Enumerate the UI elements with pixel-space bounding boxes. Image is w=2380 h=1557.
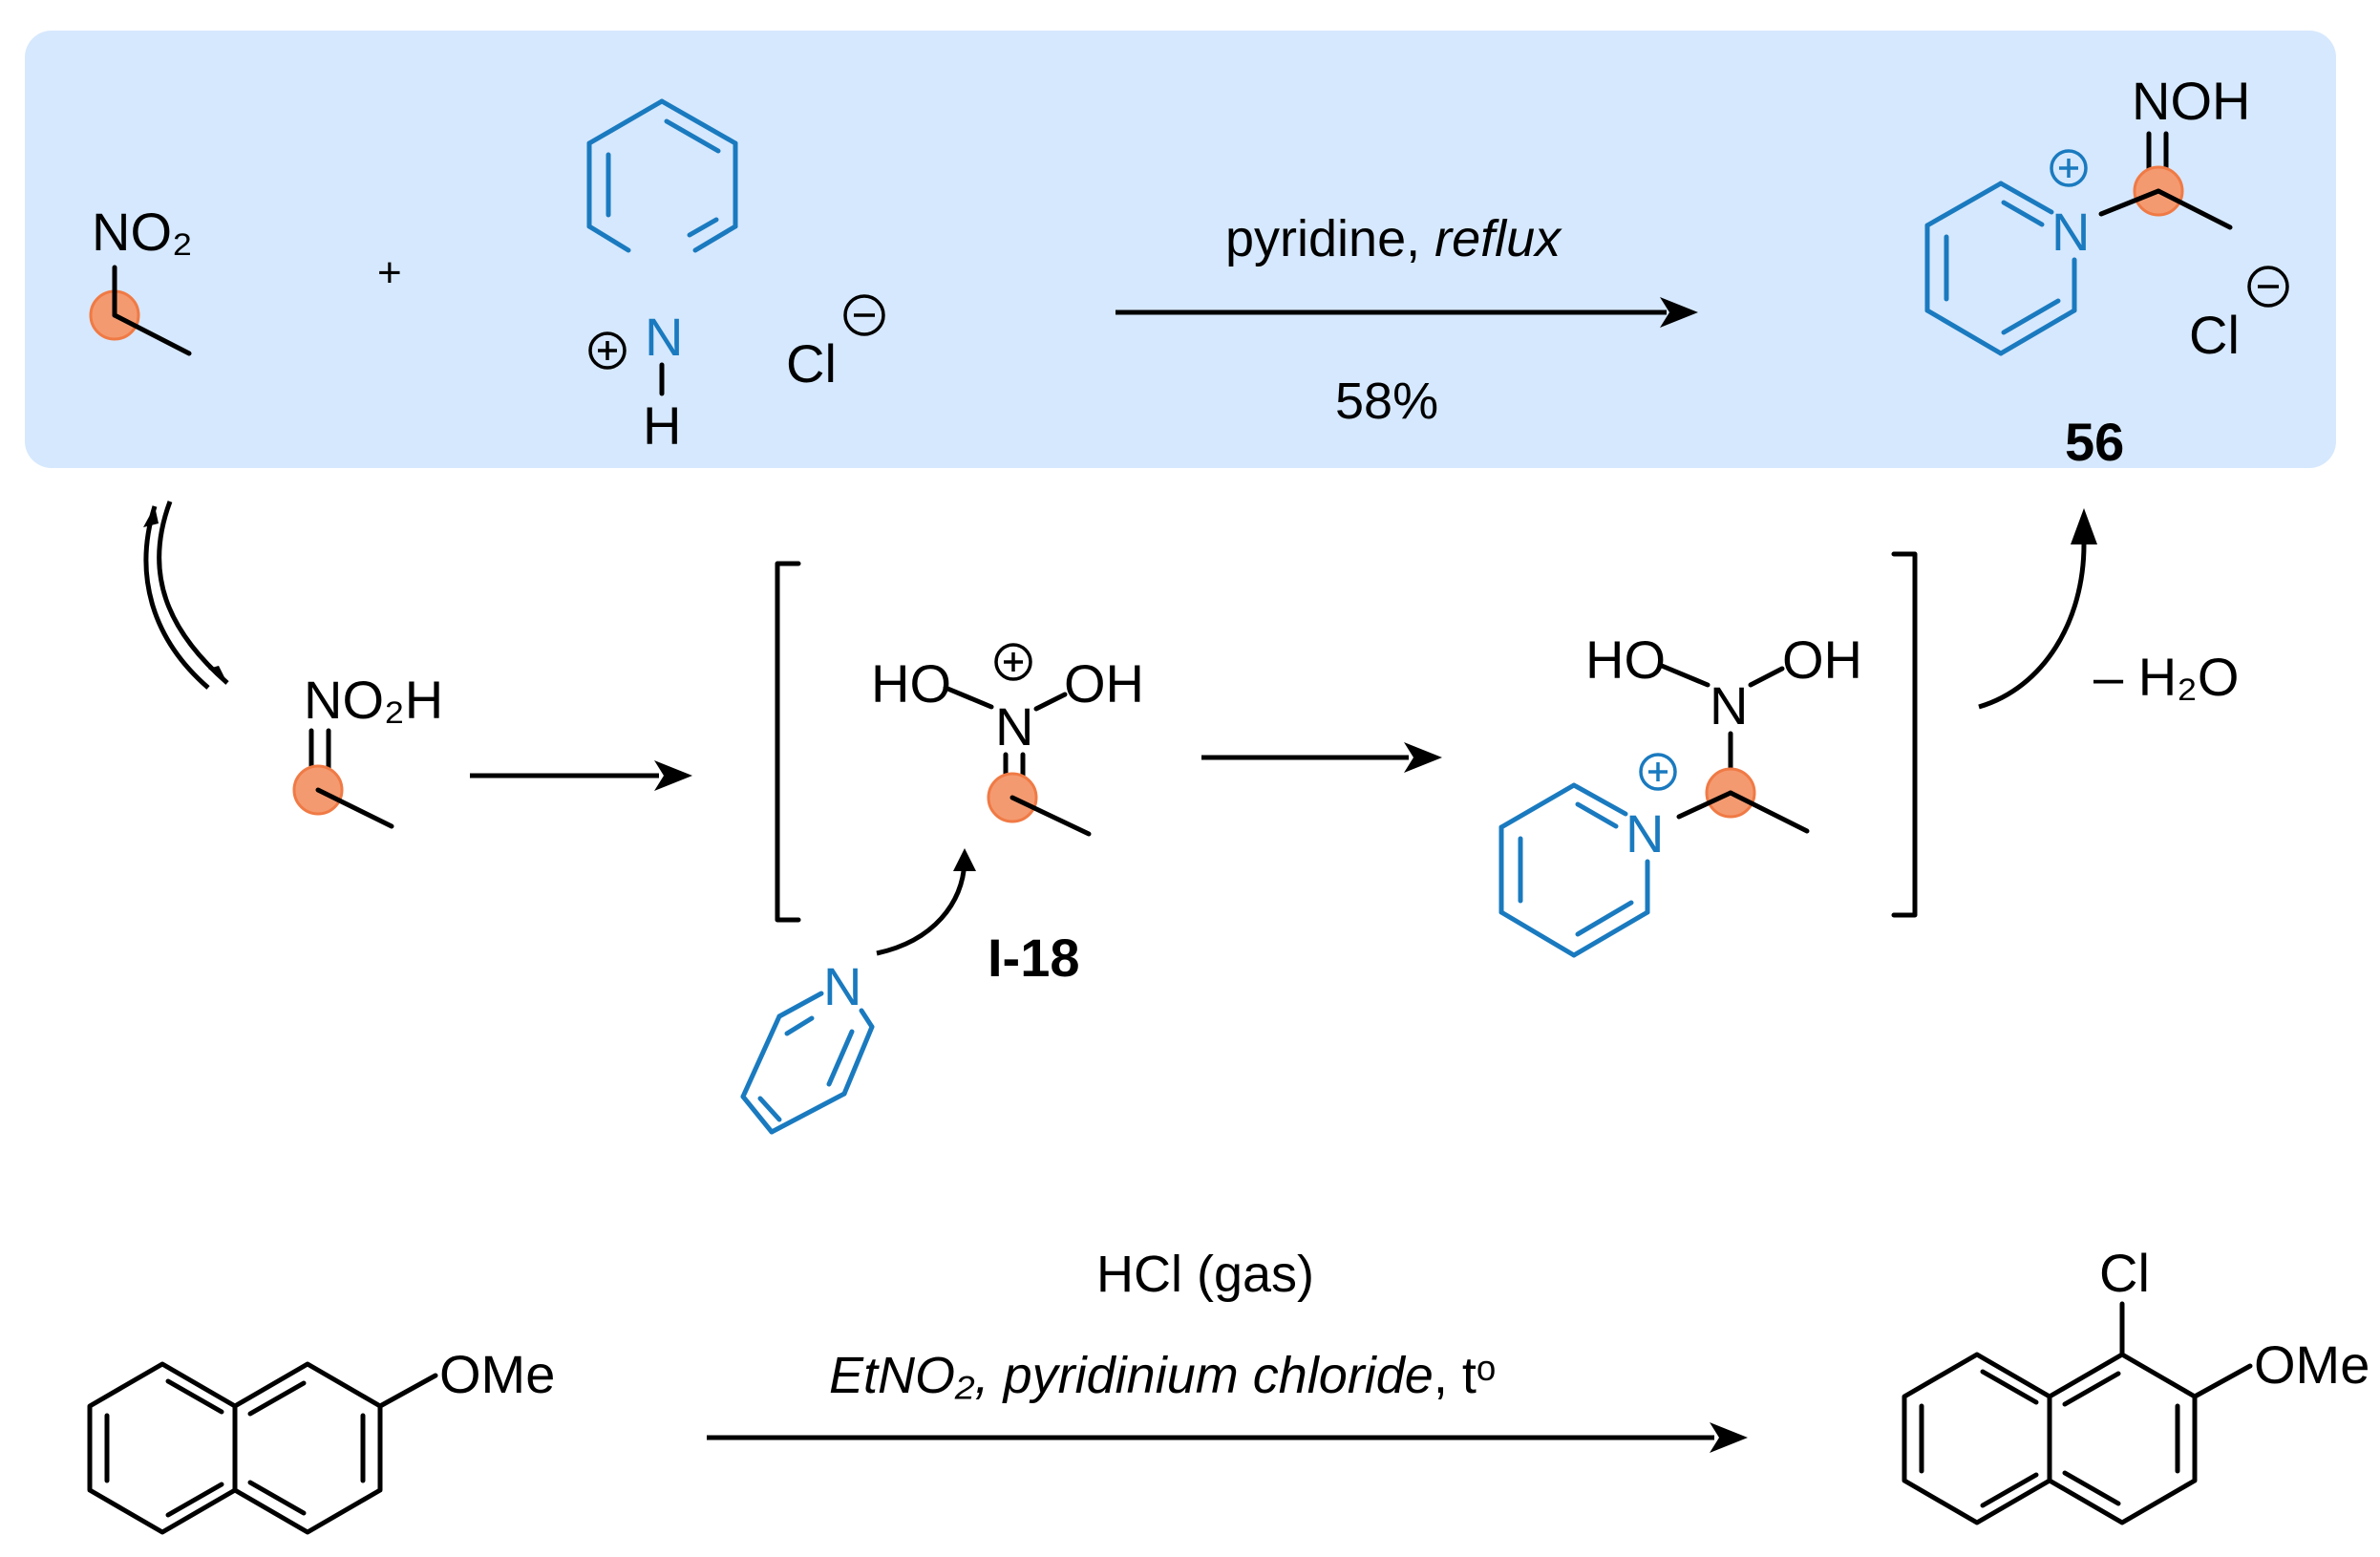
arrowhead — [1710, 1422, 1748, 1453]
highlight-box — [25, 31, 2336, 468]
nucleophile-N: N — [823, 956, 861, 1016]
right-bracket — [1891, 551, 1918, 918]
aci-nitro-tautomer: NO₂H — [292, 670, 443, 829]
compound-number-56: 56 — [2065, 412, 2124, 472]
product-chloride: Cl — [2189, 305, 2240, 365]
adduct-OH: OH — [1782, 629, 1862, 690]
product-methoxy-label: OMe — [2254, 1334, 2369, 1395]
intermediate-I-18: HO N OH I-18 — [871, 643, 1144, 988]
chloro-label: Cl — [2099, 1243, 2150, 1303]
positive-charge-icon — [2050, 149, 2088, 187]
nitro-label: NO₂ — [92, 202, 193, 262]
plus-sign: + — [377, 249, 402, 296]
yield-label: 58% — [1335, 373, 1438, 430]
tetrahedral-adduct: HO N OH N — [1498, 629, 1862, 958]
arrowhead — [2071, 508, 2097, 544]
pyridinium-H: H — [643, 395, 681, 456]
pyridinium-N: N — [645, 307, 683, 367]
water-loss-label: – H₂O — [2093, 647, 2239, 707]
1-chloro-2-methoxynaphthalene: Cl OMe — [1902, 1243, 2369, 1525]
reagent-label: HCl (gas) — [1096, 1246, 1314, 1303]
conditions-top: pyridine, reflux — [1225, 210, 1562, 267]
oxime-label: NOH — [2132, 71, 2250, 131]
I18-N: N — [995, 696, 1033, 757]
positive-charge-icon — [588, 331, 627, 370]
pyridine-nucleophile: N — [740, 956, 875, 1135]
positive-charge-icon — [994, 643, 1032, 681]
positive-charge-icon — [1639, 753, 1677, 791]
arrowhead — [1404, 742, 1442, 773]
I18-OH: OH — [1064, 653, 1144, 714]
aci-nitro-label: NO₂H — [304, 670, 443, 730]
adduct-HO: HO — [1585, 629, 1666, 690]
product-56: NOH N Cl 56 — [1924, 71, 2289, 472]
negative-charge-icon — [843, 294, 885, 336]
2-methoxynaphthalene: OMe — [87, 1344, 555, 1535]
intermediate-label: I-18 — [988, 928, 1080, 988]
pyridinium-cation: N H — [586, 98, 738, 456]
solvent-label: EtNO₂, pyridinium chloride, tᵒ — [829, 1347, 1496, 1404]
left-bracket — [775, 561, 801, 923]
product-pyridinium-N: N — [2051, 202, 2090, 262]
arrowhead — [953, 848, 976, 871]
nitroethane: NO₂ — [89, 202, 193, 356]
I18-HO: HO — [871, 653, 951, 714]
chloride-label: Cl — [786, 333, 837, 394]
curved-attack-arrow — [876, 861, 967, 956]
arrowhead — [1660, 297, 1698, 328]
chloride-ion: Cl — [786, 294, 885, 394]
equilibrium-arrows — [143, 501, 229, 690]
methoxy-label: OMe — [439, 1344, 555, 1404]
adduct-pyridinium-N: N — [1626, 803, 1664, 864]
arrowhead — [654, 760, 692, 791]
adduct-N: N — [1710, 675, 1748, 736]
negative-charge-icon — [2247, 266, 2289, 308]
elimination-arrow — [1978, 544, 2087, 710]
